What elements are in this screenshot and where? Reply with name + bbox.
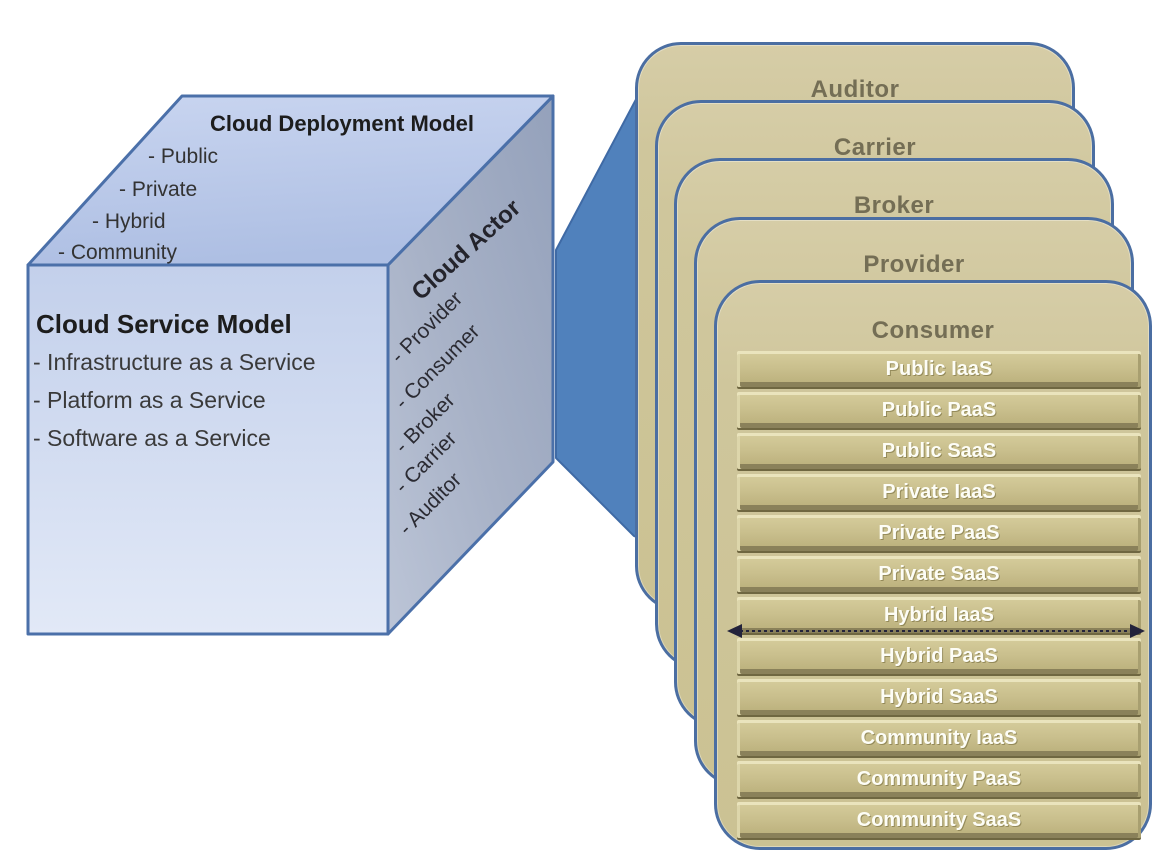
service-bar-community-iaas: Community IaaS: [737, 720, 1141, 756]
service-bar-private-iaas: Private IaaS: [737, 474, 1141, 510]
bar-label: Public SaaS: [881, 440, 997, 462]
card-label: Broker: [853, 192, 935, 219]
card-label: Auditor: [810, 76, 900, 103]
service-bar-public-paas: Public PaaS: [737, 392, 1141, 428]
card-label: Carrier: [833, 134, 917, 161]
service-bar-community-paas: Community PaaS: [737, 761, 1141, 797]
bar-label: Community SaaS: [856, 809, 1022, 831]
bar-label: Hybrid IaaS: [883, 604, 995, 626]
deployment-item-private: - Private: [119, 178, 198, 201]
bar-label: Public IaaS: [885, 358, 993, 380]
service-bar-community-saas: Community SaaS: [737, 802, 1141, 838]
bar-label: Community IaaS: [860, 727, 1018, 749]
deployment-item-hybrid: - Hybrid: [92, 210, 166, 233]
service-item-paas: - Platform as a Service: [33, 387, 266, 413]
service-model-title: Cloud Service Model: [36, 309, 292, 339]
card-label: Consumer: [871, 317, 995, 344]
service-bar-list: Public IaaS Public PaaS Public SaaS Priv…: [737, 351, 1141, 843]
card-label: Provider: [863, 251, 965, 278]
bar-label: Community PaaS: [856, 768, 1022, 790]
bar-label: Private IaaS: [882, 481, 996, 503]
service-item-iaas: - Infrastructure as a Service: [33, 349, 316, 375]
service-bar-hybrid-iaas: Hybrid IaaS: [737, 597, 1141, 633]
cube-front-face: [26, 263, 390, 636]
deployment-item-community: - Community: [58, 241, 178, 264]
bar-label: Private PaaS: [878, 522, 1000, 544]
service-bar-private-saas: Private SaaS: [737, 556, 1141, 592]
bar-label: Public PaaS: [881, 399, 997, 421]
deployment-item-public: - Public: [148, 145, 219, 168]
service-bar-hybrid-paas: Hybrid PaaS: [737, 638, 1141, 674]
stack-card-consumer: Consumer Public IaaS Public PaaS Public …: [714, 280, 1152, 850]
service-item-saas: - Software as a Service: [33, 425, 271, 451]
service-bar-public-iaas: Public IaaS: [737, 351, 1141, 387]
service-bar-hybrid-saas: Hybrid SaaS: [737, 679, 1141, 715]
bar-label: Hybrid PaaS: [880, 645, 998, 667]
deployment-model-title: Cloud Deployment Model: [210, 111, 474, 136]
service-bar-public-saas: Public SaaS: [737, 433, 1141, 469]
bar-label: Hybrid SaaS: [880, 686, 998, 708]
bar-label: Private SaaS: [878, 563, 1000, 585]
service-bar-private-paas: Private PaaS: [737, 515, 1141, 551]
